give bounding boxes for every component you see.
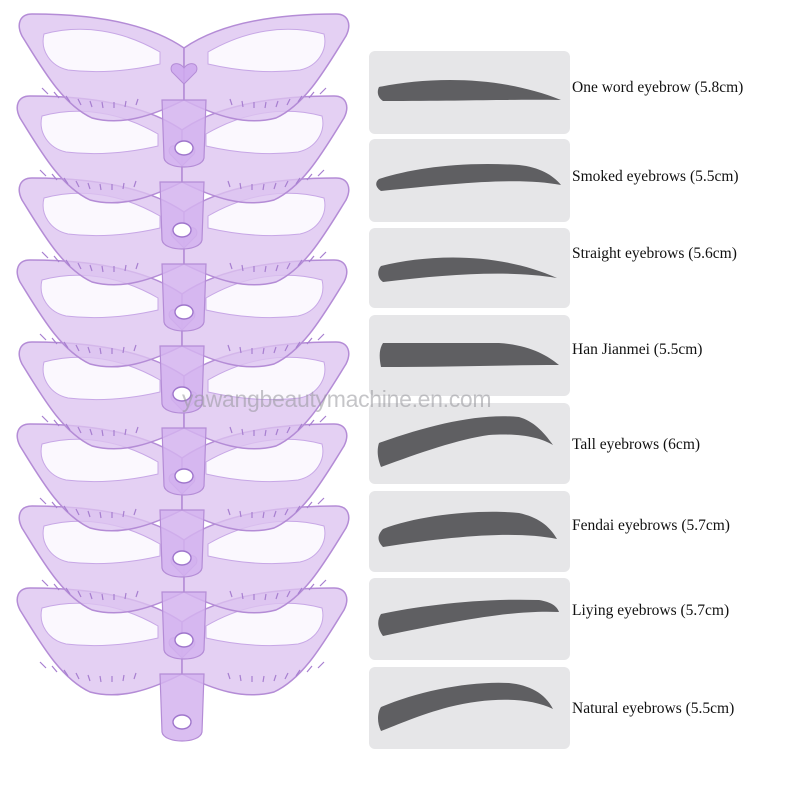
shape-label-1: One word eyebrow (5.8cm)	[572, 79, 744, 96]
brow-shape-fendai	[378, 511, 557, 547]
shape-label-7: Liying eyebrows (5.7cm)	[572, 602, 730, 619]
eyebrow-shape-panel-5	[369, 403, 570, 484]
eyebrow-shape-panel-1	[369, 51, 570, 134]
eyebrow-shape-panel-8	[369, 667, 570, 749]
brow-shape-smoked	[376, 163, 561, 191]
shape-label-5: Tall eyebrows (6cm)	[572, 436, 701, 453]
brow-shape-liying	[378, 599, 559, 636]
brow-shape-straight	[378, 257, 557, 282]
eyebrow-shape-panel-2	[369, 139, 570, 222]
eyebrow-shape-panel-3	[369, 228, 570, 308]
shape-label-3: Straight eyebrows (5.6cm)	[572, 245, 737, 262]
brow-shape-han-jianmei	[379, 343, 559, 367]
watermark: yawangbeautymachine.en.com	[182, 386, 492, 412]
brow-shape-one-word	[377, 80, 561, 101]
shape-label-4: Han Jianmei (5.5cm)	[572, 341, 703, 358]
shape-label-8: Natural eyebrows (5.5cm)	[572, 700, 735, 717]
brow-shape-natural	[378, 682, 553, 731]
eyebrow-shape-panel-7	[369, 578, 570, 660]
shape-label-2: Smoked eyebrows (5.5cm)	[572, 168, 739, 185]
shape-label-6: Fendai eyebrows (5.7cm)	[572, 517, 730, 534]
brow-shape-tall	[377, 416, 553, 467]
eyebrow-shape-panel-6	[369, 491, 570, 572]
eyebrow-shape-panel-4	[369, 315, 570, 396]
